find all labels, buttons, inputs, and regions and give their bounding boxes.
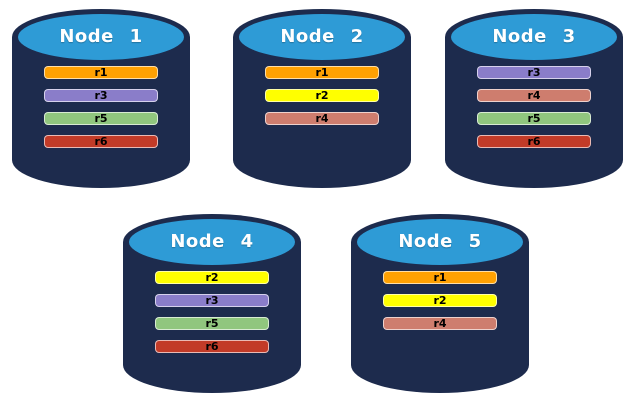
replica-bar-r6: r6	[155, 340, 269, 353]
replica-bar-r6: r6	[477, 135, 591, 148]
cylinder-top	[239, 14, 405, 60]
replica-bar-r1: r1	[44, 66, 158, 79]
replica-list: r1 r2 r4	[383, 271, 497, 340]
replica-bar-r2: r2	[155, 271, 269, 284]
replica-bar-r5: r5	[155, 317, 269, 330]
node-label: Node 5	[398, 231, 482, 252]
replica-bar-r5: r5	[477, 112, 591, 125]
database-node-2: Node 2 r1 r2 r4	[233, 8, 411, 190]
replica-bar-r2: r2	[383, 294, 497, 307]
node-label: Node 4	[170, 231, 254, 252]
replica-list: r1 r2 r4	[265, 66, 379, 135]
database-node-1: Node 1 r1 r3 r5 r6	[12, 8, 190, 190]
node-label: Node 2	[280, 26, 364, 47]
replica-bar-r2: r2	[265, 89, 379, 102]
replica-bar-r3: r3	[44, 89, 158, 102]
replica-list: r3 r4 r5 r6	[477, 66, 591, 158]
cylinder-top	[451, 14, 617, 60]
replica-bar-r6: r6	[44, 135, 158, 148]
database-node-3: Node 3 r3 r4 r5 r6	[445, 8, 623, 190]
node-label: Node 3	[492, 26, 576, 47]
database-node-4: Node 4 r2 r3 r5 r6	[123, 213, 301, 395]
cylinder-top	[357, 219, 523, 265]
cylinder-top	[18, 14, 184, 60]
replica-bar-r4: r4	[383, 317, 497, 330]
replica-bar-r4: r4	[265, 112, 379, 125]
replica-bar-r4: r4	[477, 89, 591, 102]
replica-list: r2 r3 r5 r6	[155, 271, 269, 363]
replica-bar-r3: r3	[155, 294, 269, 307]
replica-bar-r5: r5	[44, 112, 158, 125]
node-label: Node 1	[59, 26, 143, 47]
cylinder-top	[129, 219, 295, 265]
replica-bar-r3: r3	[477, 66, 591, 79]
replica-bar-r1: r1	[383, 271, 497, 284]
replica-list: r1 r3 r5 r6	[44, 66, 158, 158]
replica-bar-r1: r1	[265, 66, 379, 79]
database-node-5: Node 5 r1 r2 r4	[351, 213, 529, 395]
